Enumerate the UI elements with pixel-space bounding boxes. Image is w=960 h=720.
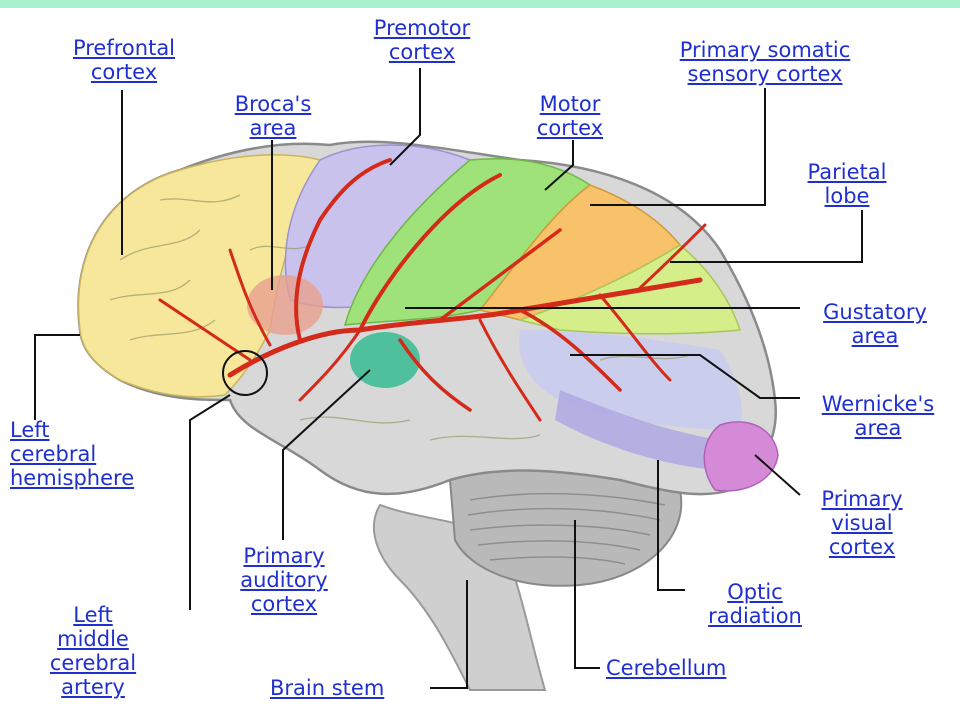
label-primary-auditory-cortex[interactable]: Primary auditory cortex (222, 544, 346, 616)
label-line: cortex (90, 60, 158, 84)
label-line: Broca's (234, 92, 312, 116)
label-line: Brain stem (270, 676, 385, 700)
label-line: visual (831, 511, 893, 535)
label-left-middle-cerebral-artery[interactable]: Left middle cerebral artery (30, 603, 156, 699)
artery-origin-marker (222, 350, 268, 396)
label-line: Motor (539, 92, 601, 116)
label-line: Premotor (373, 16, 471, 40)
middle-cerebral-artery (158, 158, 707, 422)
label-line: radiation (708, 604, 802, 628)
label-line: Primary somatic (679, 38, 851, 62)
label-prefrontal-cortex[interactable]: Prefrontal cortex (52, 36, 196, 84)
label-line: Primary (243, 544, 325, 568)
label-line: Wernicke's (821, 392, 935, 416)
label-line: Parietal (807, 160, 887, 184)
label-line: area (854, 416, 902, 440)
label-line: auditory (240, 568, 328, 592)
label-line: Prefrontal (72, 36, 176, 60)
label-line: Cerebellum (606, 656, 727, 680)
optic-radiation-band (555, 390, 720, 470)
label-line: Left (73, 603, 113, 627)
label-line: cortex (388, 40, 456, 64)
top-accent-bar (0, 0, 960, 8)
label-line: lobe (824, 184, 870, 208)
label-gustatory-area[interactable]: Gustatory area (800, 300, 950, 348)
label-line: cortex (536, 116, 604, 140)
label-line: Primary (821, 487, 903, 511)
label-optic-radiation[interactable]: Optic radiation (688, 580, 822, 628)
label-line: Optic (727, 580, 783, 604)
label-primary-visual-cortex[interactable]: Primary visual cortex (800, 487, 924, 559)
label-line: area (851, 324, 899, 348)
label-line: Left (10, 418, 50, 442)
label-line: hemisphere (10, 466, 135, 490)
visual-cortex-region (703, 421, 779, 492)
leader-lines (34, 68, 863, 689)
label-brocas-area[interactable]: Broca's area (212, 92, 334, 140)
label-line: middle (57, 627, 129, 651)
label-wernickes-area[interactable]: Wernicke's area (798, 392, 958, 440)
label-primary-somatic-sensory-cortex[interactable]: Primary somatic sensory cortex (650, 38, 880, 86)
gyri-lines (109, 194, 691, 441)
cerebellum-folds (467, 492, 666, 565)
label-premotor-cortex[interactable]: Premotor cortex (352, 16, 492, 64)
label-line: Gustatory (823, 300, 927, 324)
label-cerebellum[interactable]: Cerebellum (606, 656, 776, 680)
label-parietal-lobe[interactable]: Parietal lobe (792, 160, 902, 208)
label-line: cortex (250, 592, 318, 616)
broca-region (247, 275, 323, 335)
label-line: cerebral (10, 442, 97, 466)
label-brain-stem[interactable]: Brain stem (270, 676, 430, 700)
label-line: sensory cortex (687, 62, 843, 86)
label-line: cortex (828, 535, 896, 559)
label-line: artery (61, 675, 125, 699)
label-line: area (249, 116, 297, 140)
label-left-cerebral-hemisphere[interactable]: Left cerebral hemisphere (10, 418, 180, 490)
label-line: cerebral (49, 651, 137, 675)
label-motor-cortex[interactable]: Motor cortex (520, 92, 620, 140)
